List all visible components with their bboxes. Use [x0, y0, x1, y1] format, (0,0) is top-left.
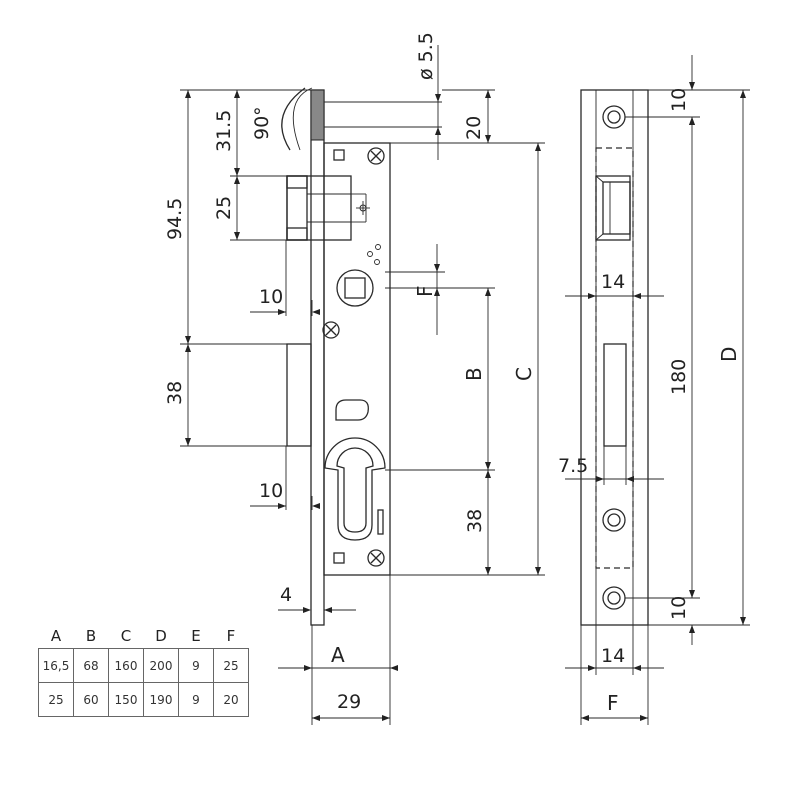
dim-width-29: 29 [337, 691, 361, 713]
screw-bottom-icon [367, 549, 385, 567]
table-cell: 9 [178, 648, 214, 683]
small-hole-1 [367, 251, 373, 257]
strike-hole-bottom-icon [602, 586, 626, 610]
dim-label-f-strike: F [607, 691, 619, 715]
cylinder-cutout [324, 437, 386, 541]
small-hole-3 [374, 259, 380, 265]
dim-proj-10-lower: 10 [259, 480, 283, 502]
dim-strike-10-bottom: 10 [668, 596, 690, 620]
dim-label-c: C [512, 367, 536, 381]
strike-plate [580, 89, 649, 626]
deadbolt [286, 343, 312, 447]
table-header: D [155, 627, 167, 645]
dim-proj-10-upper: 10 [259, 286, 283, 308]
strike-hole-top-icon [602, 105, 626, 129]
dim-strike-180: 180 [668, 359, 690, 395]
dim-label-a: A [331, 643, 345, 667]
lock-body [281, 87, 391, 626]
table-cell: 25 [38, 682, 74, 717]
dim-bottom-4: 4 [280, 584, 292, 606]
table-cell: 16,5 [38, 648, 74, 683]
dim-strike-10-top: 10 [668, 88, 690, 112]
table-cell: 160 [108, 648, 144, 683]
strike-outline [580, 89, 649, 626]
bolt-receiver [603, 343, 627, 447]
small-square-bottom [333, 552, 345, 564]
dim-label-b: B [462, 367, 486, 381]
small-slot [377, 509, 384, 535]
screw-middle-icon [322, 321, 340, 339]
table-header: B [85, 627, 97, 645]
dim-strike-14-bottom: 14 [601, 645, 625, 667]
table-cell: 25 [213, 648, 249, 683]
screw-top-icon [367, 147, 385, 165]
dim-top-94-5: 94.5 [164, 198, 186, 240]
table-cell: 60 [73, 682, 109, 717]
dim-lower-38: 38 [464, 509, 486, 533]
table-cell: 20 [213, 682, 249, 717]
table-header: A [50, 627, 62, 645]
latch-receiver [595, 175, 631, 241]
bolt-catch [335, 399, 369, 421]
dim-hole-dia: ø 5.5 [415, 32, 437, 80]
table-header-row: A B C D E F [39, 624, 249, 649]
small-hole-2 [375, 244, 381, 250]
table-header: C [120, 627, 132, 645]
table-cell: 200 [143, 648, 179, 683]
table-row: 16,5 68 160 200 9 25 [38, 648, 249, 683]
dim-strike-14-mid: 14 [601, 271, 625, 293]
table-row: 25 60 150 190 9 20 [38, 682, 249, 717]
strike-dashed-slot [595, 147, 634, 569]
table-header: E [191, 627, 201, 645]
small-square-top [333, 149, 345, 161]
faceplate [310, 89, 325, 626]
dim-offset-20: 20 [463, 116, 485, 140]
dim-label-d: D [717, 347, 741, 362]
dim-bolt-38: 38 [164, 381, 186, 405]
table-cell: 190 [143, 682, 179, 717]
latch [286, 175, 370, 241]
table-header: F [226, 627, 236, 645]
dim-strike-7-5: 7.5 [558, 455, 588, 477]
dim-label-f-body: F [413, 285, 437, 297]
strike-hole-middle-icon [602, 508, 626, 532]
dim-top-31-5: 31.5 [213, 110, 235, 152]
angle-arc [281, 87, 306, 151]
table-cell: 68 [73, 648, 109, 683]
faceplate-hatch-top [310, 89, 325, 141]
table-cell: 150 [108, 682, 144, 717]
follower [336, 269, 374, 307]
dim-latch-25: 25 [213, 196, 235, 220]
left-dimensions [180, 45, 545, 725]
dimension-table: A B C D E F 16,5 68 160 200 9 25 25 60 1… [38, 624, 249, 717]
right-dimensions [565, 55, 750, 725]
dimension-labels: ø 5.5 20 90° 31.5 94.5 25 10 38 10 4 A 2… [164, 32, 741, 715]
dim-angle-90: 90° [251, 106, 273, 140]
table-cell: 9 [178, 682, 214, 717]
